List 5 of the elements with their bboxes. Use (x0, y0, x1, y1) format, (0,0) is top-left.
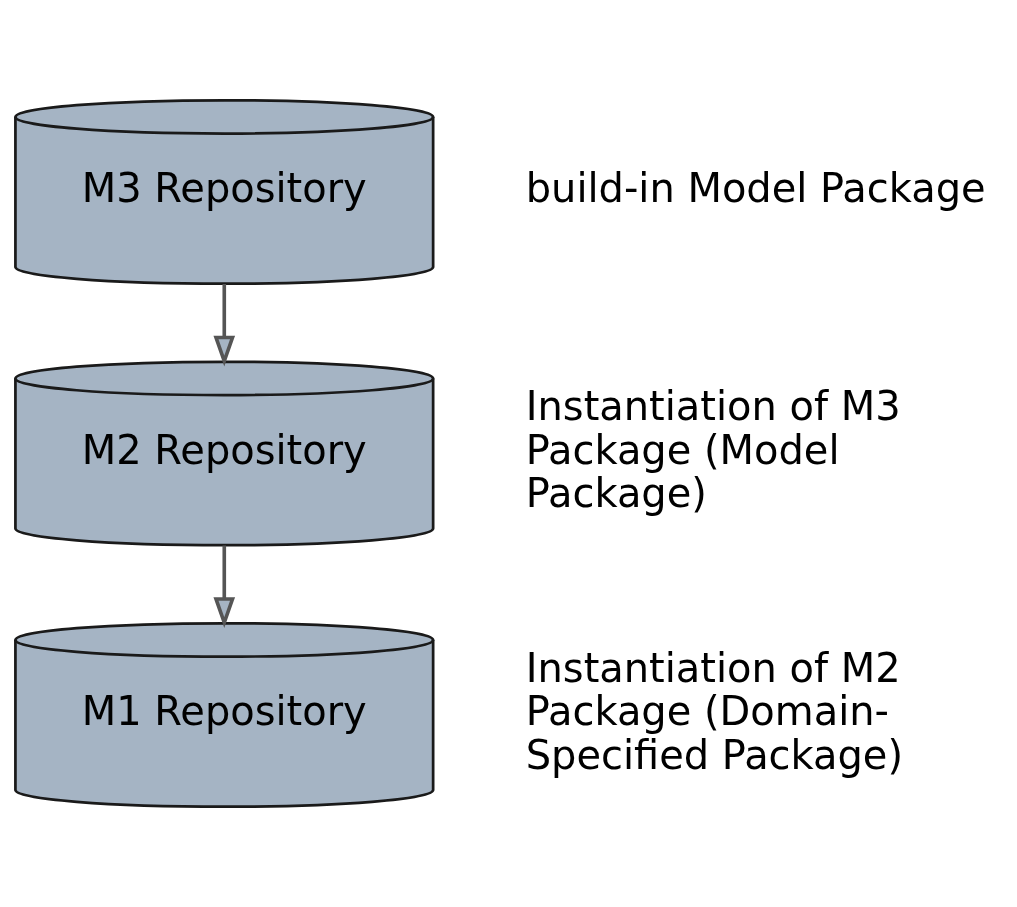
node-label: Instantiation of M3 Package (Model Package) (525, 383, 901, 517)
node-label: build-in Model Package (525, 165, 986, 212)
arrow (213, 545, 236, 629)
arrow (213, 284, 236, 367)
node-label: Instantiation of M2 Package (Domain-Specified Package) (525, 644, 903, 778)
